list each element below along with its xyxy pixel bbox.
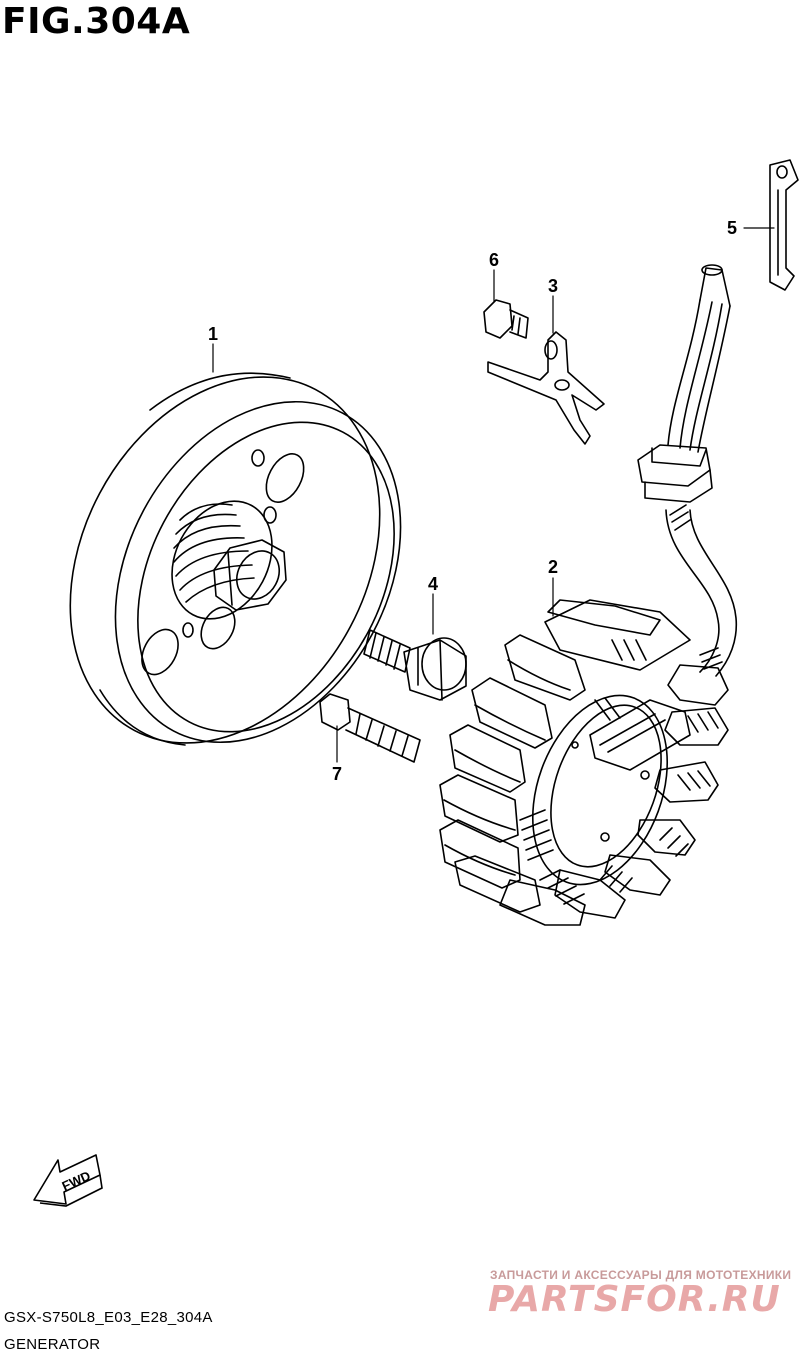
leader-lines: [212, 227, 775, 763]
bolt-part-4[interactable]: [363, 629, 467, 701]
callout-5: 5: [727, 218, 737, 238]
stator-part[interactable]: [439, 264, 738, 926]
diagram-name: GENERATOR: [4, 1336, 101, 1353]
clamp-part-3[interactable]: [487, 331, 605, 445]
screw-part-7[interactable]: [319, 693, 421, 763]
rotor-part[interactable]: [9, 323, 457, 797]
figure-title: FIG.304A: [2, 1, 191, 42]
watermark-tagline: ЗАПЧАСТИ И АКСЕССУАРЫ ДЛЯ МОТОТЕХНИКИ: [490, 1268, 792, 1282]
callout-3: 3: [548, 276, 558, 296]
callout-7: 7: [332, 764, 342, 784]
callout-6: 6: [489, 250, 499, 270]
fwd-arrow-icon: FWD: [33, 1154, 103, 1207]
bolt-part-6[interactable]: [483, 299, 529, 339]
callout-1: 1: [208, 324, 218, 344]
callout-2: 2: [548, 557, 558, 577]
clamp-part-5[interactable]: [769, 159, 799, 291]
callout-4: 4: [428, 574, 438, 594]
diagram-code: GSX-S750L8_E03_E28_304A: [4, 1309, 213, 1326]
watermark-brand: PARTSFOR.RU: [488, 1279, 781, 1320]
